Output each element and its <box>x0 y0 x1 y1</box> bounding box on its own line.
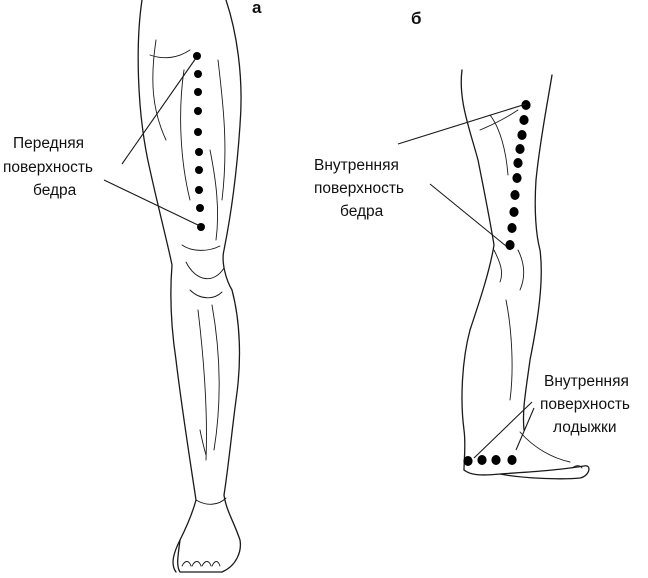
leg-b-knee-line-1 <box>493 249 503 283</box>
leg-b-ankle-point-2 <box>477 455 487 465</box>
label-inner-ankle-line-1: Внутренняя <box>544 373 629 390</box>
leg-b-front-contour <box>460 69 495 471</box>
leg-a-point-6 <box>195 148 203 156</box>
leg-a-ankle-line <box>195 497 227 505</box>
label-inner-thigh-line-3: бедра <box>340 203 384 220</box>
leg-a-shin-line-2 <box>211 304 220 451</box>
leg-b-ankle-points <box>463 455 517 466</box>
leader-inner-ankle-left <box>473 401 533 459</box>
leg-inner-view <box>460 69 590 480</box>
leg-b-thigh-points <box>505 100 531 250</box>
leg-b-knee-line-2 <box>517 249 525 291</box>
leg-a-foot <box>177 539 223 573</box>
leg-a-knee-line-2 <box>185 261 225 279</box>
leg-a-point-3 <box>194 88 202 96</box>
leg-b-toe-line <box>571 465 583 469</box>
leg-a-thigh-line-1 <box>152 39 167 141</box>
leg-b-thigh-point-5 <box>513 158 523 168</box>
leg-b-thigh-line-2 <box>489 114 509 176</box>
leg-b-thigh-point-9 <box>507 223 517 233</box>
leader-inner-ankle-right <box>515 407 535 451</box>
leg-a-toes <box>181 561 221 567</box>
leader-front-thigh-upper <box>121 57 197 165</box>
leg-b-thigh-line-1 <box>479 109 519 131</box>
leg-a-point-8 <box>195 186 203 194</box>
leg-b-thigh-point-7 <box>510 190 520 200</box>
leg-a-thigh-line-4 <box>209 149 219 241</box>
leg-a-inner-contour <box>137 0 197 573</box>
label-front-thigh-line-1: Передняя <box>13 135 84 152</box>
leg-a-point-7 <box>195 166 203 174</box>
leg-a-knee-line-3 <box>189 289 223 299</box>
leg-a-point-9 <box>196 204 204 212</box>
label-inner-thigh-line-2: поверхность <box>314 180 404 197</box>
leg-a-shin-shadow <box>199 429 207 456</box>
panel-letter-b: б <box>411 9 422 28</box>
label-inner-ankle-line-2: поверхность <box>540 396 630 413</box>
leg-a-thigh-line-3 <box>217 59 226 201</box>
leg-a-groin-line <box>149 49 191 59</box>
leg-b-thigh-point-2 <box>519 115 529 125</box>
label-inner-thigh: Внутренняя поверхность бедра <box>314 157 404 220</box>
leg-b-ankle-point-3 <box>491 455 501 465</box>
leg-a-point-2 <box>194 70 202 78</box>
leg-b-thigh-point-8 <box>509 207 519 217</box>
label-inner-ankle: Внутренняя поверхность лодыжки <box>540 373 630 436</box>
leg-b-thigh-point-6 <box>512 173 522 183</box>
leg-b-back-contour <box>522 74 553 431</box>
leg-a-shin-line-1 <box>197 309 207 461</box>
leg-b-thigh-point-4 <box>515 144 525 154</box>
leg-a-point-5 <box>194 128 202 136</box>
leg-b-calf-line <box>505 299 513 401</box>
leader-inner-thigh-upper <box>397 103 527 145</box>
leg-b-thigh-point-3 <box>517 130 527 140</box>
leg-b-foot <box>463 465 590 480</box>
label-front-thigh-line-3: бедра <box>33 182 77 199</box>
leg-a-points <box>193 52 205 231</box>
label-inner-thigh-line-1: Внутренняя <box>314 157 399 174</box>
leader-front-thigh-lower <box>103 179 201 227</box>
leg-a-point-10 <box>197 223 205 231</box>
label-inner-ankle-line-3: лодыжки <box>553 419 617 436</box>
leg-b-ankle-point-1 <box>463 456 473 466</box>
leg-b-ankle-point-4 <box>507 455 517 465</box>
label-front-thigh: Передняя поверхность бедра <box>3 135 93 199</box>
label-front-thigh-line-2: поверхность <box>3 159 93 176</box>
leg-a-point-4 <box>194 107 202 115</box>
leg-front-view <box>137 0 242 573</box>
leader-inner-thigh-lower <box>429 183 507 247</box>
leg-b-ankle-line <box>519 431 571 463</box>
leg-a-knee-line-1 <box>181 244 221 251</box>
leg-a-outer-contour <box>221 0 242 573</box>
panel-letter-a: а <box>252 0 262 17</box>
leg-b-thigh-point-10 <box>505 240 515 250</box>
leg-a-point-1 <box>193 52 201 60</box>
leg-b-thigh-point-1 <box>521 100 531 110</box>
leg-a-thigh-line-2 <box>180 69 191 201</box>
